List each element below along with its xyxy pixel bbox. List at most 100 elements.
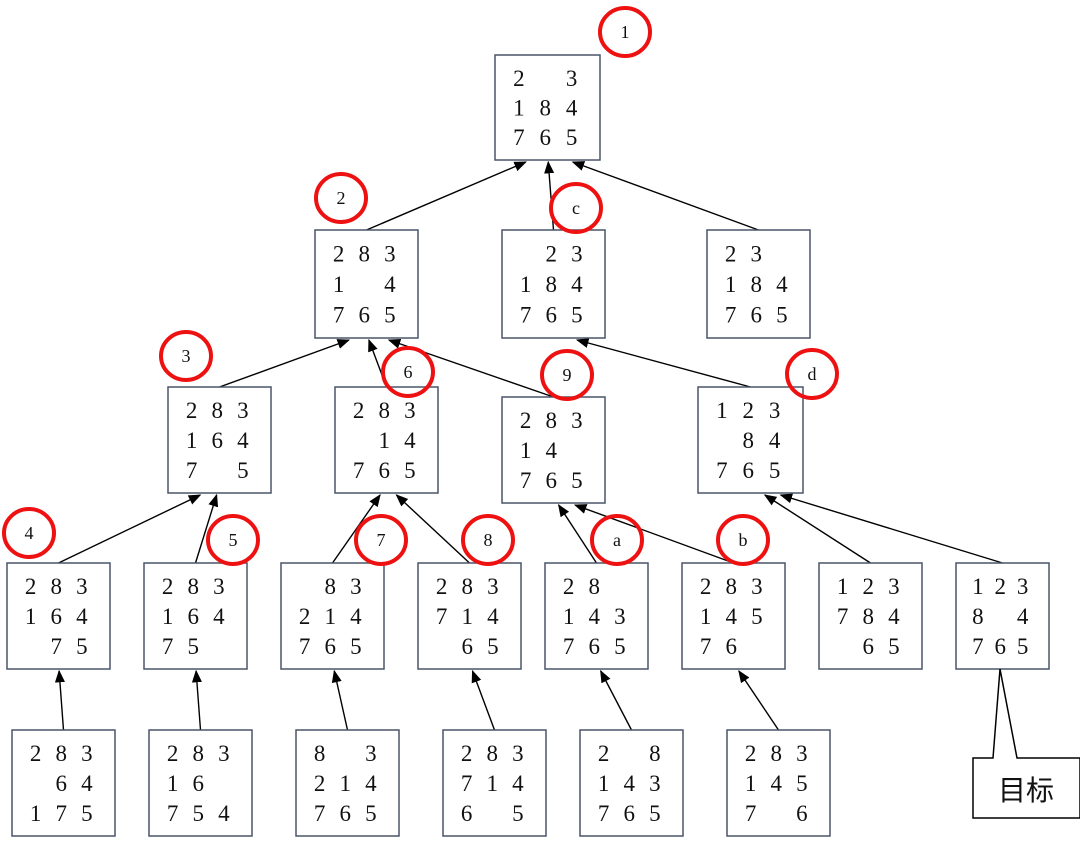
order-label-text: 8 xyxy=(484,530,493,550)
node-box xyxy=(11,729,116,837)
tile: 3 xyxy=(1017,574,1028,599)
tile: 5 xyxy=(237,458,249,483)
tile: 3 xyxy=(76,574,88,599)
tile: 2 xyxy=(353,398,365,423)
tile: 7 xyxy=(837,604,849,629)
order-label-text: 2 xyxy=(337,188,346,208)
tile: 7 xyxy=(520,303,532,328)
tile: 6 xyxy=(340,801,352,826)
tile: 4 xyxy=(237,428,249,453)
node-box xyxy=(295,729,400,837)
red-circle xyxy=(549,182,603,234)
tile: 7 xyxy=(725,303,737,328)
tile: 4 xyxy=(546,438,558,463)
node-box xyxy=(280,562,385,670)
tile: 4 xyxy=(213,604,225,629)
red-circle xyxy=(206,514,260,566)
order-label-7: 7 xyxy=(354,514,408,566)
tile: 5 xyxy=(769,458,781,483)
tile: 3 xyxy=(769,398,781,423)
order-label-text: a xyxy=(613,530,621,550)
tile: 5 xyxy=(350,634,362,659)
tile: 8 xyxy=(589,574,601,599)
tile: 2 xyxy=(995,574,1007,599)
tile: 3 xyxy=(571,408,583,433)
tile: 4 xyxy=(589,604,601,629)
tile: 4 xyxy=(81,771,93,796)
node-box xyxy=(494,54,601,161)
tile: 7 xyxy=(436,604,448,629)
tile: 3 xyxy=(218,741,230,766)
tile: 5 xyxy=(571,468,583,493)
edge-goal-to-nd xyxy=(779,493,1003,564)
order-label-3: 3 xyxy=(159,330,213,382)
order-label-text: 1 xyxy=(621,22,630,42)
tile: 2 xyxy=(520,408,532,433)
tile: 4 xyxy=(350,604,362,629)
tile: 2 xyxy=(563,574,575,599)
node-box xyxy=(697,386,804,494)
tile: 5 xyxy=(512,801,524,826)
tile: 8 xyxy=(863,604,875,629)
red-circle xyxy=(461,514,515,566)
tile: 5 xyxy=(193,801,205,826)
edge-l6-to-nb xyxy=(738,669,780,731)
tile: 7 xyxy=(461,771,473,796)
tile: 2 xyxy=(314,771,326,796)
tile: 4 xyxy=(888,604,900,629)
tile: 1 xyxy=(563,604,575,629)
edge-l2-to-n5 xyxy=(191,669,202,731)
node-box xyxy=(544,562,649,670)
tile: 1 xyxy=(162,604,174,629)
tile: 5 xyxy=(188,634,200,659)
tile: 8 xyxy=(540,96,552,121)
node-box xyxy=(143,562,248,670)
tile: 2 xyxy=(461,741,473,766)
tile: 2 xyxy=(513,66,525,91)
tile: 7 xyxy=(520,468,532,493)
tile: 7 xyxy=(972,634,984,659)
tile: 3 xyxy=(796,741,808,766)
tile: 8 xyxy=(193,741,205,766)
edge-nr-to-root xyxy=(571,161,759,231)
tile: 5 xyxy=(614,634,626,659)
tile: 1 xyxy=(325,604,337,629)
tile: 6 xyxy=(359,303,371,328)
node-box xyxy=(334,386,439,494)
tile: 1 xyxy=(25,604,37,629)
callout-shape xyxy=(972,668,1080,819)
node-box xyxy=(579,729,684,837)
tile: 6 xyxy=(379,458,391,483)
tile: 8 xyxy=(188,574,200,599)
tile: 3 xyxy=(213,574,225,599)
tile: 8 xyxy=(771,741,783,766)
order-label-text: c xyxy=(572,198,580,218)
tile: 3 xyxy=(81,741,93,766)
tile: 7 xyxy=(563,634,575,659)
tile: 8 xyxy=(743,428,755,453)
tile: 2 xyxy=(436,574,448,599)
edge-ne-to-nd xyxy=(763,494,871,564)
node-box xyxy=(726,729,831,837)
node-box xyxy=(167,386,272,494)
tile: 8 xyxy=(359,241,371,266)
red-circle xyxy=(2,507,56,559)
tile: 6 xyxy=(546,303,558,328)
tile: 7 xyxy=(56,801,68,826)
order-label-8: 8 xyxy=(461,514,515,566)
tile: 5 xyxy=(404,458,416,483)
tile: 7 xyxy=(700,634,712,659)
tile: 5 xyxy=(649,801,661,826)
tile: 4 xyxy=(771,771,783,796)
tile: 4 xyxy=(566,96,578,121)
tile: 2 xyxy=(745,741,757,766)
order-label-1: 1 xyxy=(598,6,652,58)
tile: 5 xyxy=(751,604,763,629)
tile: 2 xyxy=(162,574,174,599)
